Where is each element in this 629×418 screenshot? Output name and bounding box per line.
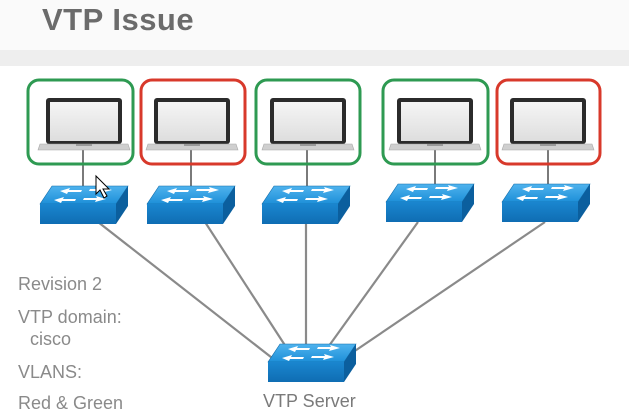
vlans-value: Red & Green — [18, 393, 124, 413]
page-title: VTP Issue — [42, 2, 195, 37]
title-bar — [0, 0, 629, 56]
laptop-frame-green — [381, 78, 490, 166]
laptop-5 — [495, 78, 602, 166]
laptop-frame-green — [254, 78, 362, 166]
switch-icon — [146, 185, 236, 225]
laptop-2 — [139, 78, 247, 166]
vtp-server-label: VTP Server — [263, 391, 356, 411]
link-4 — [325, 221, 419, 351]
switch-icon — [39, 185, 129, 225]
laptop-4 — [381, 78, 490, 166]
title-band — [0, 50, 629, 66]
link-1 — [97, 221, 277, 362]
switch-icon — [385, 183, 475, 223]
laptop-frame-green — [26, 78, 135, 166]
switch-icon — [501, 183, 591, 223]
link-2 — [204, 221, 289, 351]
server-links — [97, 221, 546, 362]
vtp-domain-value: cisco — [30, 329, 72, 349]
laptop-1 — [26, 78, 135, 166]
vlans-label: VLANS: — [18, 362, 83, 382]
revision-text: Revision 2 — [18, 274, 103, 294]
cursor-icon — [95, 174, 111, 199]
vtp-server-switch-icon — [267, 343, 357, 383]
link-5 — [339, 221, 546, 362]
switch-icon — [261, 185, 351, 225]
laptop-frame-red — [139, 78, 247, 166]
access-links — [82, 150, 549, 186]
vtp-domain-label: VTP domain: — [18, 307, 122, 327]
laptop-3 — [254, 78, 362, 166]
laptop-frame-red — [495, 78, 602, 166]
